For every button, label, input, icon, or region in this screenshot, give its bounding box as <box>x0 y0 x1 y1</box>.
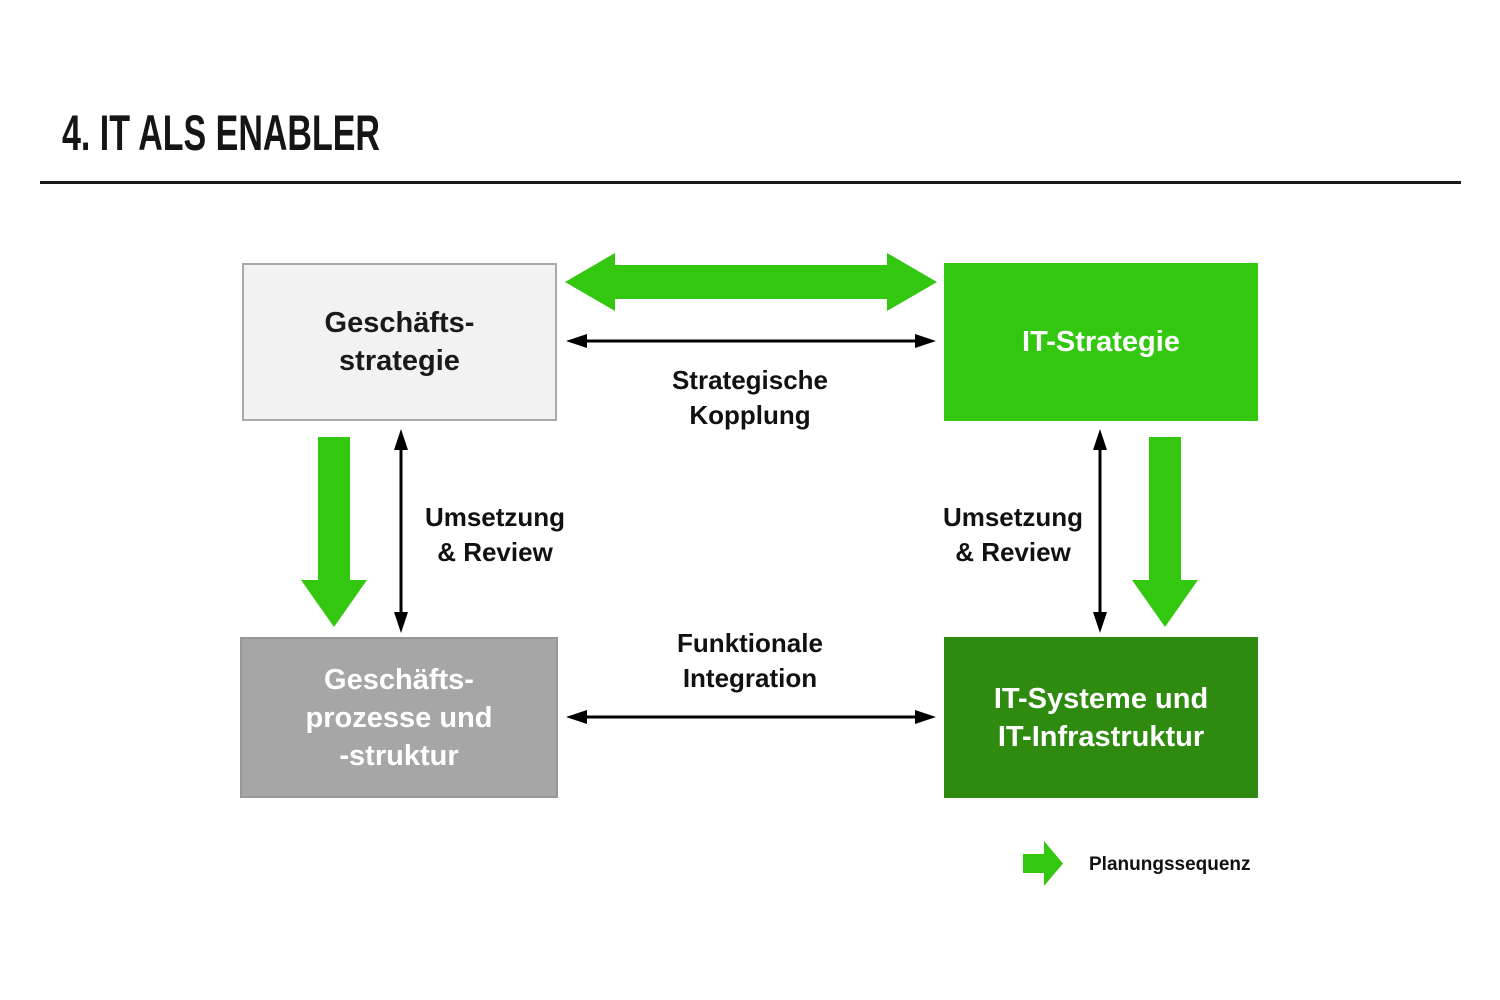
functional-integration-label: Funktionale Integration <box>677 628 823 693</box>
box-business-processes: Geschäfts- prozesse und -struktur <box>240 637 558 798</box>
implementation-review-label-right: Umsetzung & Review <box>942 502 1084 567</box>
box-business-strategy-label: Geschäfts- strategie <box>324 307 475 377</box>
implementation-review-arrow-left-icon <box>394 429 408 633</box>
strategic-coupling-label: Strategische Kopplung <box>671 365 829 430</box>
box-business-processes-label: Geschäfts- prozesse und -struktur <box>305 663 493 772</box>
box-it-systems: IT-Systeme und IT-Infrastruktur <box>944 637 1258 798</box>
page-title: 4. IT ALS ENABLER <box>62 105 380 161</box>
strategic-coupling-arrow-icon <box>566 334 936 348</box>
implementation-review-label-left: Umsetzung & Review <box>424 502 566 567</box>
box-it-strategy-label: IT-Strategie <box>1022 326 1180 358</box>
functional-integration-arrow-icon <box>566 710 936 724</box>
planning-sequence-down-arrow-left-icon <box>301 437 367 627</box>
box-it-systems-label: IT-Systeme und IT-Infrastruktur <box>993 682 1209 753</box>
planning-sequence-legend-icon <box>1023 841 1063 886</box>
legend-label: Planungssequenz <box>1089 854 1251 875</box>
box-business-strategy: Geschäfts- strategie <box>242 263 557 421</box>
planning-sequence-double-arrow-icon <box>565 253 937 311</box>
planning-sequence-down-arrow-right-icon <box>1132 437 1198 627</box>
title-divider <box>40 181 1461 184</box>
box-it-strategy: IT-Strategie <box>944 263 1258 421</box>
implementation-review-arrow-right-icon <box>1093 429 1107 633</box>
